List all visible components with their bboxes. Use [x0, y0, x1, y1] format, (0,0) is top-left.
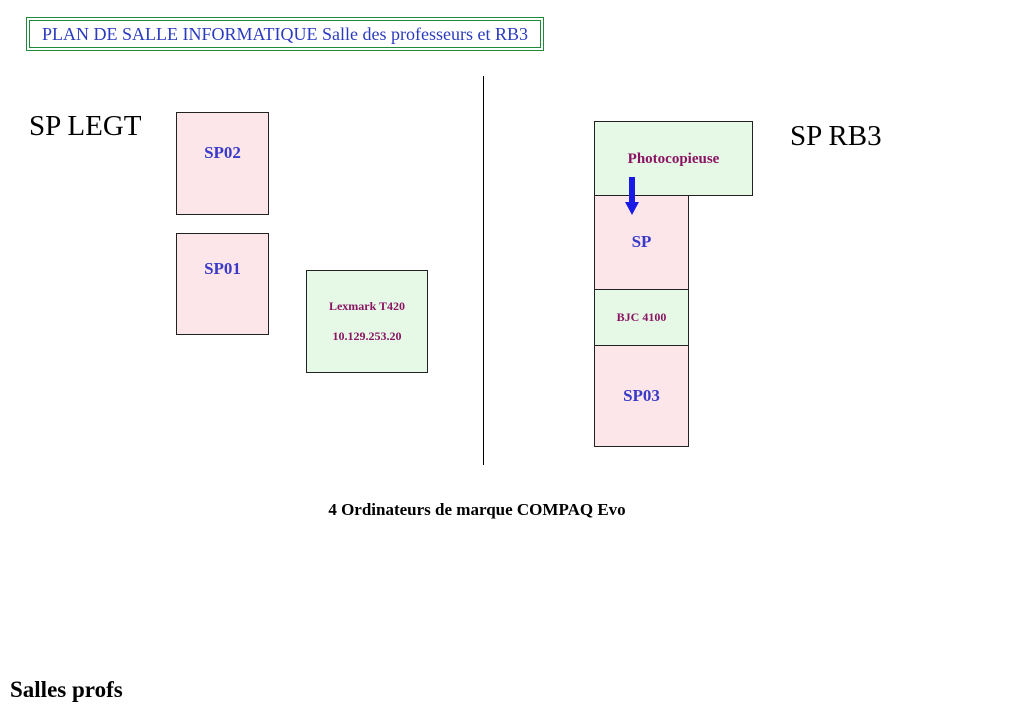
photocopier-label: Photocopieuse	[627, 151, 720, 167]
room-divider-line	[483, 76, 484, 465]
printer-lexmark: Lexmark T420 10.129.253.20	[306, 270, 428, 373]
computer-count-note: 4 Ordinateurs de marque COMPAQ Evo	[328, 500, 626, 519]
workstation-sp01-label: SP01	[204, 259, 241, 278]
workstation-sp03-label: SP03	[623, 386, 660, 405]
workstation-sp02: SP02	[176, 112, 269, 215]
photocopier: Photocopieuse	[594, 121, 753, 196]
workstation-sp02-label: SP02	[204, 142, 241, 162]
title-box: PLAN DE SALLE INFORMATIQUE Salle des pro…	[26, 17, 544, 51]
printer-lexmark-name: Lexmark T420	[328, 299, 406, 313]
page-title: PLAN DE SALLE INFORMATIQUE Salle des pro…	[29, 20, 541, 48]
printer-lexmark-ip: 10.129.253.20	[332, 329, 402, 343]
bottom-label-salles-profs: Salles profs	[10, 677, 123, 702]
printer-bjc-4100-label: BJC 4100	[616, 310, 667, 324]
printer-bjc-4100: BJC 4100	[594, 289, 689, 346]
section-label-sp-rb3: SP RB3	[790, 120, 882, 152]
workstation-sp01: SP01	[176, 233, 269, 335]
arrow-down-icon	[625, 177, 639, 215]
section-label-sp-legt: SP LEGT	[29, 110, 142, 142]
workstation-sp03: SP03	[594, 345, 689, 447]
workstation-sp-label: SP	[631, 231, 652, 251]
workstation-sp: SP	[594, 195, 689, 290]
